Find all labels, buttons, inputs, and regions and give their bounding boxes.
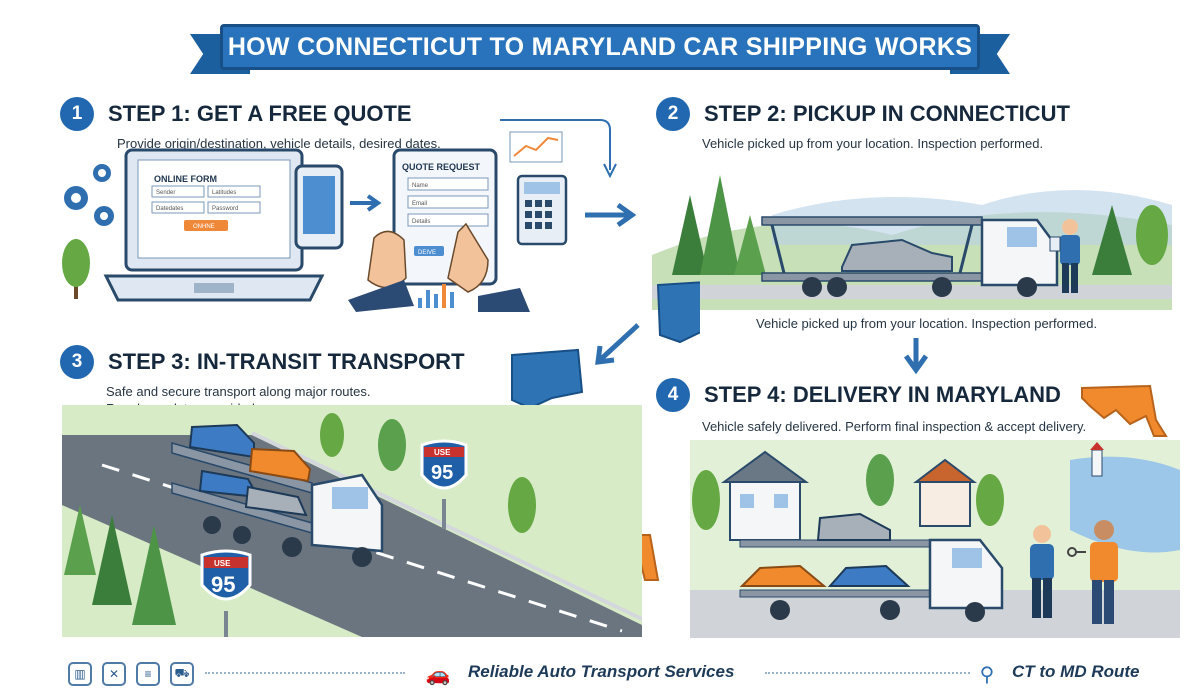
- step-2-title: STEP 2: PICKUP IN CONNECTICUT: [704, 101, 1070, 126]
- car-carrier-truck: [761, 216, 1059, 297]
- interstate-shield-icon-2: USE 95: [200, 549, 252, 637]
- lighthouse-icon: [1090, 442, 1104, 477]
- footer-center-text: Reliable Auto Transport Services: [468, 662, 735, 681]
- driver-person-icon: [1030, 525, 1054, 618]
- quote-form-field-2-text: Email: [412, 201, 427, 207]
- chart-icon: ▥: [68, 662, 92, 686]
- step-4-illustration: [690, 440, 1180, 638]
- online-form-field-3[interactable]: [151, 201, 205, 214]
- online-form-submit-button[interactable]: [184, 220, 228, 231]
- online-form-field-4[interactable]: [207, 201, 261, 214]
- maryland-map-icon-step4: [1081, 384, 1168, 437]
- customer-person-icon: [1090, 520, 1118, 624]
- quote-form-field-3[interactable]: [407, 213, 489, 227]
- car-transport-icon: 🚗: [425, 662, 451, 686]
- step-4-title: STEP 4: DELIVERY IN MARYLAND: [704, 382, 1061, 407]
- step-1-number: 1: [60, 97, 94, 131]
- online-form-field-1[interactable]: [151, 185, 205, 198]
- online-form-field-2[interactable]: [207, 185, 261, 198]
- quote-form-field-2[interactable]: [407, 195, 489, 209]
- title-banner: HOW CONNECTICUT TO MARYLAND CAR SHIPPING…: [190, 20, 1010, 82]
- footer: ▥ ✕ ≡ ⛟ 🚗 Reliable Auto Transport Servic…: [0, 650, 1200, 700]
- arrowhead-icon: [603, 163, 617, 179]
- document-icon: ≡: [136, 662, 160, 686]
- shield-number-2: 95: [211, 572, 235, 597]
- tools-icon: ✕: [102, 662, 126, 686]
- shield-number: 95: [431, 462, 453, 484]
- connecticut-map-icon: [656, 281, 700, 344]
- online-form-field-3-text: Datedates: [156, 206, 183, 212]
- car-carrier-truck: [739, 512, 1004, 622]
- arrow-right-icon: [585, 202, 637, 228]
- tree-icon: [692, 454, 1004, 530]
- quote-form-submit-label: DEIVE: [418, 250, 436, 256]
- car-carrier-truck: [171, 423, 384, 567]
- phone-icon: [294, 164, 344, 250]
- tree-icon: [62, 239, 90, 299]
- quote-form-label: QUOTE REQUEST: [402, 162, 481, 172]
- arrow-icon: [350, 194, 382, 212]
- quote-form-field-1[interactable]: [407, 177, 489, 191]
- step-2: 2 STEP 2: PICKUP IN CONNECTICUT Vehicle …: [656, 97, 1070, 152]
- step-4-number: 4: [656, 378, 690, 412]
- step-1: 1 STEP 1: GET A FREE QUOTE Provide origi…: [60, 97, 441, 152]
- hand-icon: [367, 222, 489, 293]
- step-2-number: 2: [656, 97, 690, 131]
- step-4: 4 STEP 4: DELIVERY IN MARYLAND Vehicle s…: [656, 378, 1086, 435]
- road: [652, 285, 1172, 299]
- shield-top-text: USE: [434, 448, 451, 457]
- footer-right-text: CT to MD Route: [1012, 662, 1140, 681]
- online-form-field-4-text: Password: [212, 206, 238, 212]
- step-1-title: STEP 1: GET A FREE QUOTE: [108, 101, 412, 126]
- step-3-title: STEP 3: IN-TRANSIT TRANSPORT: [108, 349, 465, 374]
- connecticut-map-icon-2: [511, 348, 584, 410]
- footer-divider-right: [765, 672, 970, 674]
- pickup-caption: Vehicle picked up from your location. In…: [756, 316, 1098, 331]
- sleeve-right: [478, 288, 530, 312]
- car-icon: ⛟: [170, 662, 194, 686]
- gear-icon: [64, 164, 114, 226]
- house-icon: [720, 450, 977, 541]
- line-chart-icon: [509, 131, 563, 163]
- arrow-down-left-icon: [595, 323, 640, 365]
- step-3-number: 3: [60, 345, 94, 379]
- bar-chart-icon: [418, 284, 454, 308]
- calculator-icon: [516, 174, 568, 246]
- banner-box: HOW CONNECTICUT TO MARYLAND CAR SHIPPING…: [220, 24, 980, 70]
- shield-top-text-2: USE: [214, 559, 231, 568]
- online-form-label: ONLINE FORM: [154, 174, 217, 184]
- online-form-field-2-text: Latitudes: [212, 190, 236, 196]
- step-1-description: Provide origin/destination, vehicle deta…: [117, 136, 441, 151]
- quote-form-field-1-text: Name: [412, 183, 429, 189]
- tree-icon: [672, 175, 1168, 275]
- key-icon: [1067, 547, 1086, 557]
- quote-form-field-3-text: Details: [412, 219, 430, 225]
- interstate-shield-icon: USE 95: [420, 439, 468, 529]
- step-3-illustration: USE 95 USE 95: [62, 405, 642, 637]
- step-2-description: Vehicle picked up from your location. In…: [702, 136, 1044, 151]
- online-form-submit-label: ONHNE: [193, 224, 215, 230]
- tree-icon: [64, 413, 536, 625]
- quote-form-submit-button[interactable]: [414, 246, 444, 256]
- map-pin-icon: ⚲: [975, 662, 999, 686]
- road: [690, 590, 1180, 638]
- inspector-person-icon: [1049, 219, 1080, 293]
- footer-divider-left: [205, 672, 405, 674]
- arrow-down-icon: [903, 338, 929, 375]
- step-4-description: Vehicle safely delivered. Perform final …: [702, 419, 1087, 434]
- sleeve-left: [348, 280, 414, 312]
- step-2-illustration: [652, 175, 1172, 310]
- connector-step1-step2: [500, 119, 611, 170]
- page-title: HOW CONNECTICUT TO MARYLAND CAR SHIPPING…: [227, 32, 973, 61]
- online-form-field-1-text: Sender: [156, 190, 175, 196]
- step-1-illustration: ONLINE FORM Sender Latitudes Datedates P…: [62, 131, 568, 312]
- step-3-description-line-1: Safe and secure transport along major ro…: [106, 384, 371, 399]
